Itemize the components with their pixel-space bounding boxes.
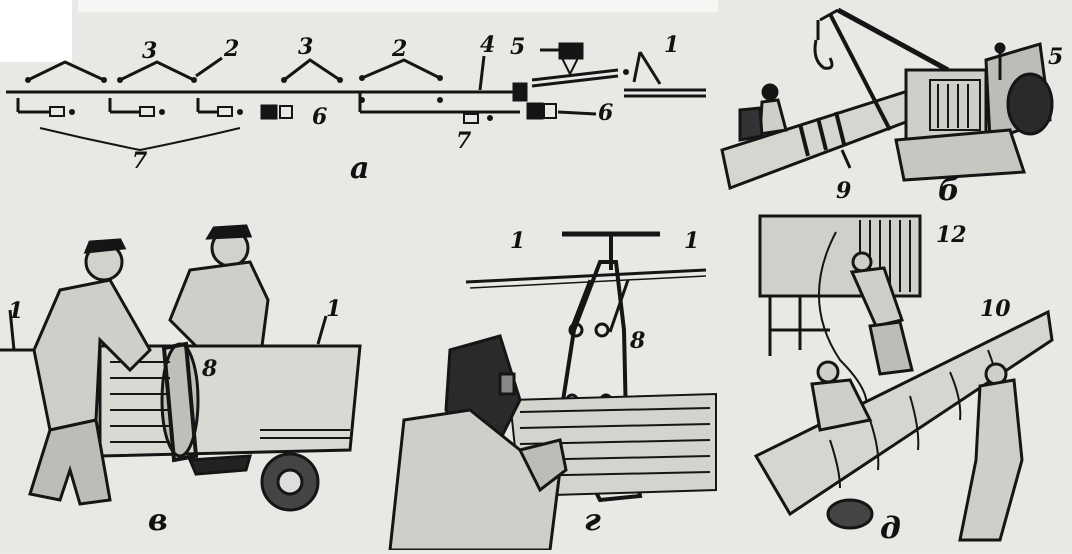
tractor-cab [904,68,988,142]
worker-left-body [32,278,152,432]
label-1-v: 1 [326,296,341,322]
label-5-b: 5 [1048,44,1063,70]
label-2-right: 2 [391,36,407,62]
welding-unit [758,214,922,298]
clamp-v [161,341,199,463]
label-8-v: 8 [201,356,217,382]
generator-block-right [526,102,544,120]
panel-a-schematic [6,42,706,152]
label-3-right: 3 [298,34,313,60]
label-3-left: 3 [142,38,157,64]
white-corner [0,0,72,62]
label-7-right: 7 [456,128,472,154]
worker-d-top-head [851,251,873,273]
panel-b-pipelayer [720,7,1054,191]
track-wheel [1006,72,1054,136]
worker-right-body [168,260,270,348]
weld-group-right [361,58,441,80]
crane-box [558,42,584,60]
weld-group-left [27,60,105,82]
label-10: 10 [980,296,1011,322]
generator-block-left [260,104,278,120]
crane-boom [836,7,950,73]
label-8-g: 8 [629,328,645,354]
label-6-left: 6 [312,104,327,130]
panel-letter-d: д [880,511,901,546]
label-1-g-right: 1 [684,228,699,254]
pipe-end-plug [512,82,528,102]
pipe-d [753,309,1054,517]
panel-letter-b: б [938,173,960,208]
clamp-g [557,260,643,503]
pipe-line-g [465,268,707,284]
panel-letter-g: г [584,503,601,538]
worker-d-left-head [816,360,840,384]
label-7-left: 7 [132,148,148,174]
panel-g-welding [388,231,717,552]
weld-group-mid-left [119,60,195,82]
crane-hook [813,39,834,70]
worker-b-head [761,83,779,101]
panel-letter-a: а [350,151,369,186]
weld-group-mid [283,58,341,82]
label-1-g-left: 1 [510,228,525,254]
label-6-right: 6 [598,100,613,126]
label-2-left: 2 [223,36,239,62]
panel-letter-v: в [148,503,168,538]
label-5-a: 5 [510,34,525,60]
panel-d-welding-station [753,214,1054,542]
label-9: 9 [836,178,851,204]
rail-segment [531,68,619,82]
panel-v-clamping [0,224,362,512]
label-1-v-left: 1 [8,298,23,324]
label-4: 4 [480,32,495,58]
top-edge-strip [78,0,718,12]
label-1-a: 1 [664,32,679,58]
label-12: 12 [936,222,967,248]
